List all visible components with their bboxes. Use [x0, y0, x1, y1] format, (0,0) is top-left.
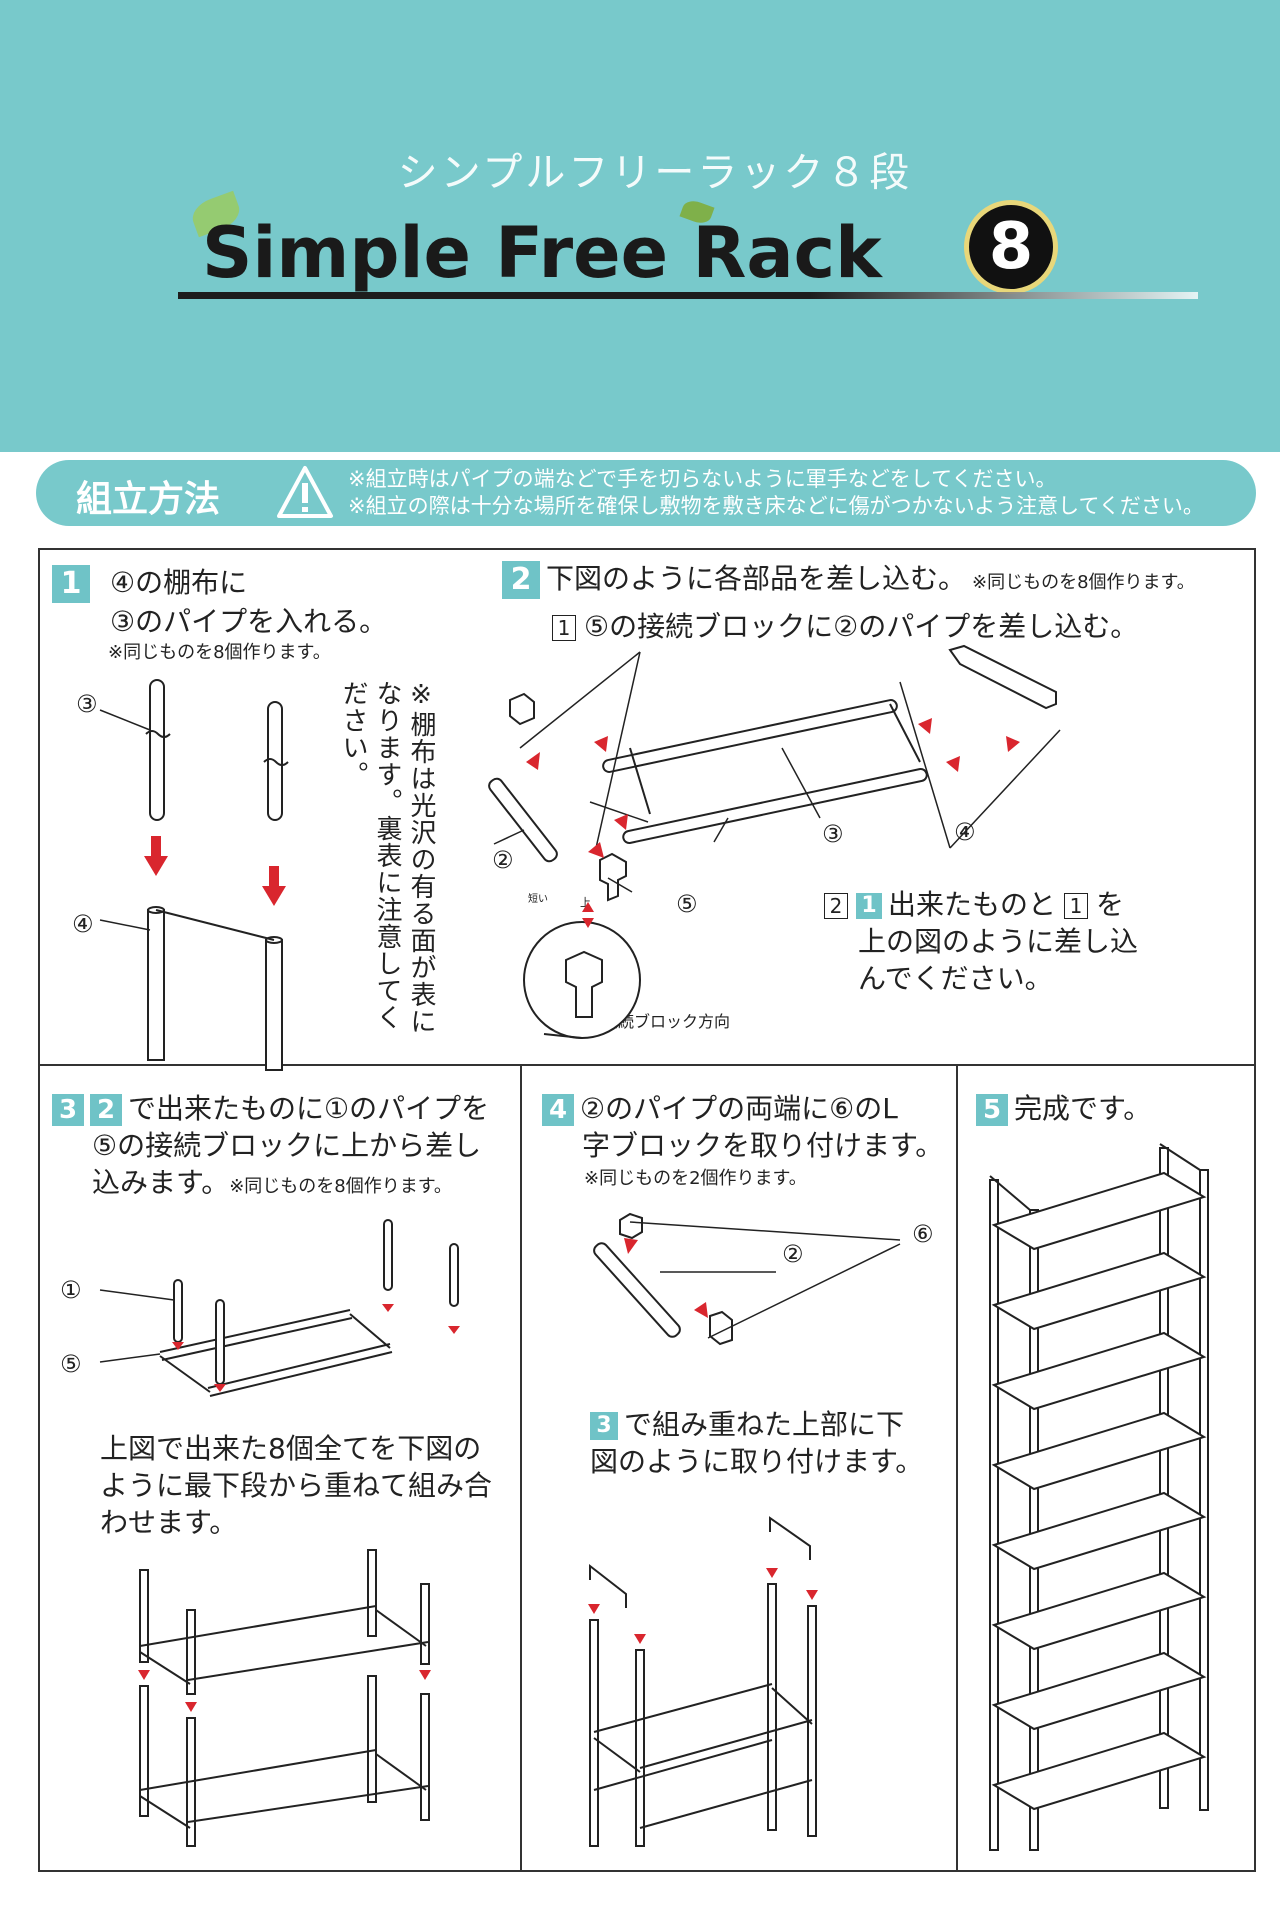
step4-text2-line1: で組み重ねた上部に下 — [624, 1408, 905, 1441]
inst-line2: 上の図のように差し込 — [858, 925, 1139, 958]
step5-label: 完成です。 — [1014, 1092, 1152, 1125]
step1-note: ※同じものを8個作ります。 — [108, 642, 331, 663]
label-block-5: ⑤ — [676, 890, 698, 918]
assembly-method-title: 組立方法 — [76, 479, 221, 520]
step3-note: ※同じものを8個作ります。 — [229, 1176, 452, 1197]
safety-note-2: ※組立の際は十分な場所を確保し敷物を敷き床などに傷がつかないよう注意してください… — [348, 494, 1204, 518]
step3-text2: 上図で出来た8個全てを下図の ように最下段から重ねて組み合 わせます。 — [100, 1430, 492, 1541]
divider-horizontal — [40, 1064, 1256, 1066]
up-label: 上 — [580, 896, 591, 909]
step3-text2-line3: わせます。 — [100, 1506, 238, 1539]
step4-note: ※同じものを2個作ります。 — [584, 1168, 807, 1189]
rack-shelf — [991, 1331, 1207, 1411]
step1-text: 1 ④の棚布に ③のパイプを入れる。 — [52, 564, 387, 640]
step2-sub-box: 1 — [552, 615, 576, 641]
step1-line2: ③のパイプを入れる。 — [110, 605, 388, 638]
rack-shelf — [991, 1571, 1207, 1651]
label-cloth-4: ④ — [72, 910, 94, 938]
rack-shelves — [991, 1171, 1207, 1811]
label-block-6: ⑥ — [912, 1220, 934, 1248]
step4-line2: 字ブロックを取り付けます。 — [582, 1129, 944, 1162]
safety-notice: ※組立時はパイプの端などで手を切らないように軍手などをしてください。 ※組立の際… — [348, 466, 1204, 520]
inst-box-2: 2 — [824, 893, 848, 919]
label-pipe-3: ③ — [76, 690, 98, 718]
assembly-method-bar: 組立方法 ※組立時はパイプの端などで手を切らないように軍手などをしてください。 … — [36, 460, 1256, 526]
product-title: Simple Free Rack — [202, 212, 882, 294]
divider-step4-5 — [956, 1064, 958, 1872]
block-direction-label: 接続ブロック方向 — [602, 1012, 731, 1031]
step1-line1: ④の棚布に — [110, 566, 248, 599]
instruction-frame: 1 ④の棚布に ③のパイプを入れる。 ※同じものを8個作ります。 ※棚布は光沢の有… — [38, 548, 1256, 1872]
step1-diagram — [99, 679, 289, 1071]
step1-number: 1 — [52, 565, 90, 603]
warning-icon — [277, 466, 333, 518]
step2-line1: 下図のように各部品を差し込む。 — [546, 562, 967, 595]
step2-sub: 1 ⑤の接続ブロックに②のパイプを差し込む。 — [552, 608, 1138, 645]
step3-diagram-top — [99, 1219, 460, 1397]
label-pipe-1: ① — [60, 1276, 82, 1304]
label-pipe-2d: ② — [782, 1240, 804, 1268]
step3-ref-2: 2 — [90, 1094, 122, 1126]
safety-note-1: ※組立時はパイプの端などで手を切らないように軍手などをしてください。 — [348, 467, 1057, 491]
step1-side-note: ※棚布は光沢の有る面が表になります。裏表に注意してください。 — [338, 680, 436, 1035]
inst-box-1: 1 — [856, 893, 882, 919]
step4-diagram-bottom — [588, 1516, 818, 1847]
label-pipe-3b: ③ — [822, 820, 844, 848]
product-logo: Simple Free Rack 8 — [172, 190, 1202, 310]
inst-box-1b: 1 — [1064, 893, 1089, 919]
step4-diagram-top — [593, 1212, 901, 1346]
step4-text2-line2: 図のように取り付けます。 — [590, 1445, 924, 1478]
rack-shelf — [991, 1411, 1207, 1491]
inst-line1a: 出来たものと — [888, 888, 1057, 921]
header-banner: シンプルフリーラック８段 Simple Free Rack 8 — [0, 0, 1280, 452]
step3-line2: ⑤の接続ブロックに上から差し — [92, 1129, 482, 1162]
step5-number: 5 — [976, 1094, 1008, 1126]
title-underline — [178, 292, 1198, 299]
short-label: 短い — [528, 894, 548, 905]
step5-completed-rack — [989, 1143, 1209, 1851]
rack-shelf — [991, 1491, 1207, 1571]
rack-shelf — [991, 1651, 1207, 1731]
step3-line3: 込みます。 — [92, 1166, 230, 1199]
step2-sub-text: ⑤の接続ブロックに②のパイプを差し込む。 — [584, 610, 1139, 643]
rack-shelf — [991, 1251, 1207, 1331]
divider-step3-4 — [520, 1064, 522, 1872]
step3-line1: で出来たものに①のパイプを — [128, 1092, 490, 1125]
step3-text2-line2: ように最下段から重ねて組み合 — [100, 1469, 493, 1502]
step3-diagram-stack — [138, 1549, 431, 1847]
step3-text2-line1: 上図で出来た8個全てを下図の — [100, 1432, 482, 1465]
inst-line1b: を — [1096, 888, 1125, 921]
tier-count-badge: 8 — [964, 200, 1058, 294]
step2-note: ※同じものを8個作ります。 — [972, 572, 1195, 593]
step4-line1: ②のパイプの両端に⑥のL — [580, 1092, 898, 1125]
product-subtitle: シンプルフリーラック８段 — [397, 150, 913, 196]
label-pipe-2: ② — [492, 846, 514, 874]
step2-number: 2 — [502, 561, 540, 599]
inst-line3: んでください。 — [858, 962, 1053, 995]
label-block-5c: ⑤ — [60, 1350, 82, 1378]
step3-number: 3 — [52, 1094, 84, 1126]
rack-shelf — [991, 1171, 1207, 1251]
step4-number: 4 — [542, 1094, 574, 1126]
step4-ref-3: 3 — [590, 1412, 618, 1440]
rack-shelf — [991, 1731, 1207, 1811]
step2-diagram — [488, 644, 1061, 1039]
